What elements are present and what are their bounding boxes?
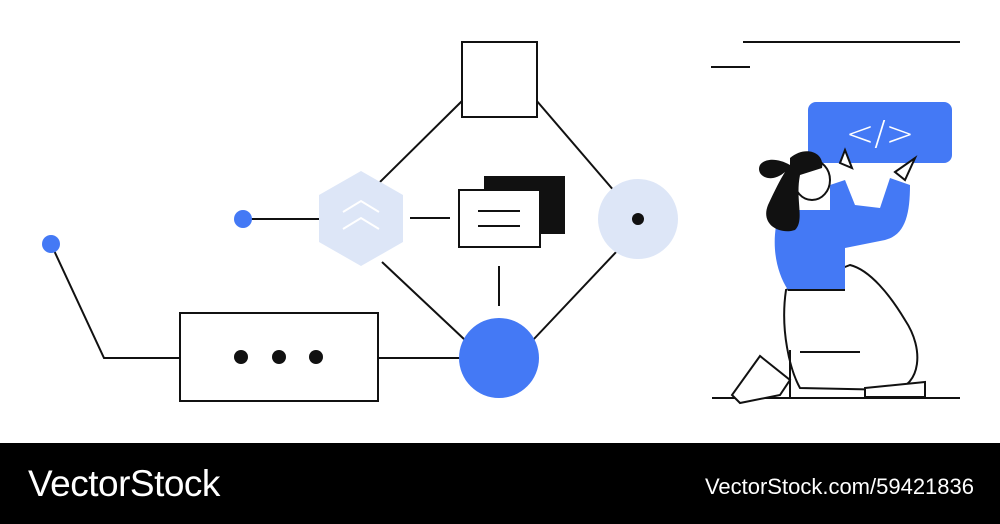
connector-lines (50, 99, 619, 359)
woman-figure (730, 147, 926, 405)
document-icon (458, 176, 565, 248)
ellipsis-box-node (179, 312, 379, 402)
code-badge-text: </> (846, 114, 914, 154)
small-blue-dot (234, 210, 252, 228)
watermark-brand: VectorStock (28, 463, 220, 504)
watermark-bar: VectorStock VectorStock.com/59421836 (0, 443, 1000, 524)
target-circle-node (598, 179, 678, 259)
watermark-stock-id: VectorStock.com/59421836 (704, 474, 974, 499)
network-diagram-illustration: </> (42, 41, 960, 405)
blue-hub-node (459, 318, 539, 398)
top-square-node (461, 41, 538, 118)
more-dots-icon (234, 350, 323, 364)
hexagon-chevron-node (319, 171, 403, 266)
endpoint-blue-dot (42, 235, 60, 253)
double-chevron-up-icon (342, 199, 380, 230)
code-badge: </> (808, 102, 952, 163)
